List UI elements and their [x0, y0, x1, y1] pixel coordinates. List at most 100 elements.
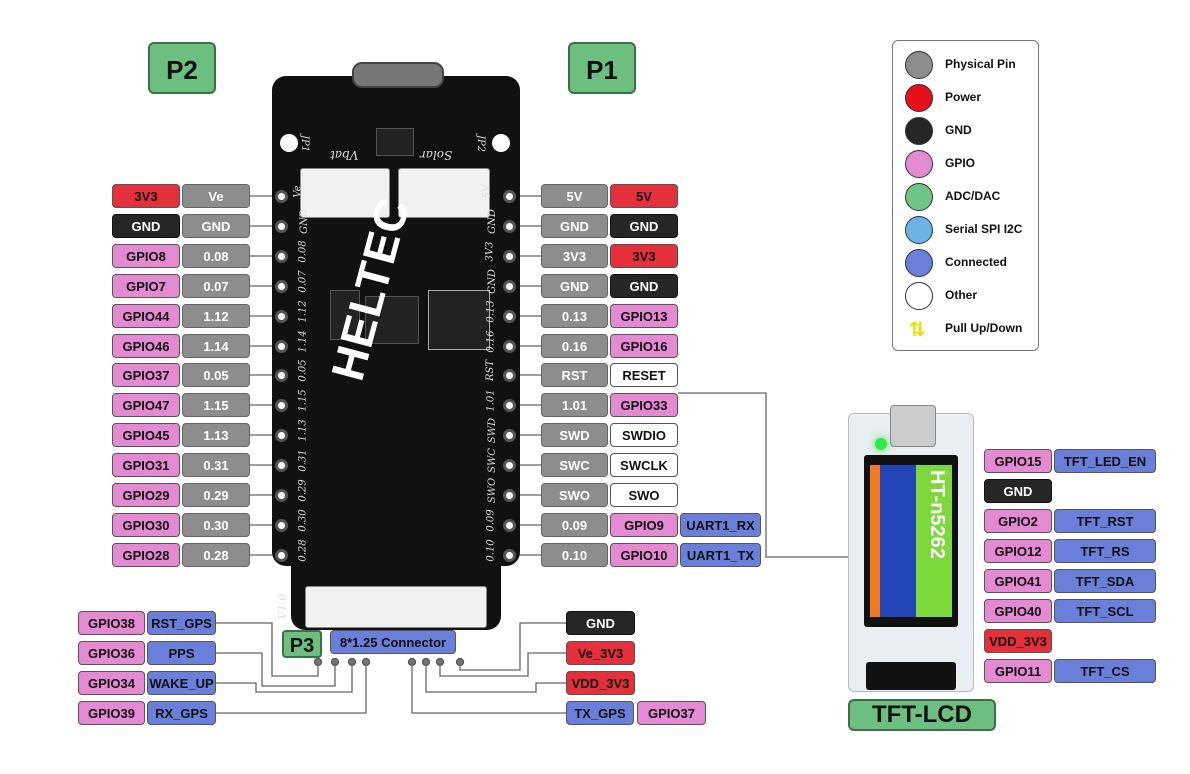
pin-hole-left — [275, 310, 288, 323]
left-pin-physical: 1.13 — [182, 423, 250, 447]
pin-hole-right — [503, 310, 516, 323]
p3-left-gpio: GPIO39 — [78, 701, 145, 725]
right-pin-physical: 0.10 — [541, 543, 608, 567]
right-pin-func: 3V3 — [610, 244, 678, 268]
right-pin-physical: 5V — [541, 184, 608, 208]
pin-hole-left — [275, 190, 288, 203]
right-pin-physical: SWD — [541, 423, 608, 447]
silk-left-pin: 1.15 — [297, 389, 309, 412]
left-pin-func: GPIO8 — [112, 244, 180, 268]
p3-left-signal: PPS — [147, 641, 216, 665]
right-pin-physical: 0.16 — [541, 334, 608, 358]
pin-hole-right — [503, 220, 516, 233]
header-p1: P1 — [568, 42, 636, 94]
right-pin-physical: SWC — [541, 453, 608, 477]
legend-label: ADC/DAC — [945, 189, 1001, 203]
silk-left-pin: 0.08 — [297, 240, 309, 263]
right-pin-func: RESET — [610, 363, 678, 387]
silk-right-pin: 3V3 — [484, 241, 496, 262]
silk-left-pin: 0.30 — [297, 509, 309, 532]
legend-label: GPIO — [945, 156, 976, 170]
tft-pin-signal: TFT_RS — [1054, 539, 1156, 563]
header-p2: P2 — [148, 42, 216, 94]
legend-label: Other — [945, 288, 978, 302]
legend-row: Connected — [905, 249, 1035, 277]
silk-left-pin: 0.31 — [297, 449, 309, 472]
pin-hole-left — [275, 459, 288, 472]
right-pin-uart: UART1_RX — [680, 513, 761, 537]
left-pin-func: GPIO31 — [112, 453, 180, 477]
up-down-arrows-icon: ⇅ — [909, 319, 926, 341]
pin-hole-left — [275, 220, 288, 233]
right-pin-func: SWCLK — [610, 453, 678, 477]
silk-right-pin: GND — [486, 209, 498, 234]
silk-right-pin: 0.13 — [485, 300, 497, 323]
left-pin-func: GPIO47 — [112, 393, 180, 417]
pin-hole-right — [503, 190, 516, 203]
legend-label: Physical Pin — [945, 57, 1016, 71]
pin-hole-right — [503, 280, 516, 293]
silk-right-pin: RST — [485, 359, 497, 382]
tft-pin-signal: TFT_RST — [1054, 509, 1156, 533]
tft-pin-gpio: GPIO15 — [984, 449, 1052, 473]
header-tft-lcd: TFT-LCD — [848, 699, 996, 731]
usb-c-port — [352, 62, 444, 88]
legend-label: Power — [945, 90, 982, 104]
pin-hole-left — [275, 489, 288, 502]
legend-swatch-icon — [905, 216, 933, 244]
left-pin-physical: 0.05 — [182, 363, 250, 387]
tft-pin-gpio: GPIO40 — [984, 599, 1052, 623]
tft-pin-signal: TFT_LED_EN — [1054, 449, 1156, 473]
chip-main — [365, 296, 419, 344]
right-pin-physical: 0.09 — [541, 513, 608, 537]
left-pin-physical: 0.28 — [182, 543, 250, 567]
pin-hole-left — [275, 369, 288, 382]
p3-left-gpio: GPIO38 — [78, 611, 145, 635]
tft-screen-strip-blue — [880, 465, 916, 617]
chip-regulator — [330, 290, 360, 340]
right-pin-physical: SWO — [541, 483, 608, 507]
pin-hole-right — [503, 340, 516, 353]
p3-connector-housing — [305, 586, 487, 628]
p3-left-signal: WAKE_UP — [147, 671, 216, 695]
left-pin-physical: 1.12 — [182, 304, 250, 328]
p3-connector-label: 8*1.25 Connector — [330, 630, 456, 654]
right-pin-func: 5V — [610, 184, 678, 208]
left-pin-physical: 0.30 — [182, 513, 250, 537]
tft-usb-port — [890, 405, 936, 447]
tft-pin-gpio: GPIO2 — [984, 509, 1052, 533]
pin-hole-right — [503, 549, 516, 562]
left-pin-func: GPIO30 — [112, 513, 180, 537]
pin-hole-left — [275, 250, 288, 263]
right-pin-physical: GND — [541, 214, 608, 238]
pin-hole-right — [503, 369, 516, 382]
legend-swatch-icon — [905, 84, 933, 112]
tft-pin-gpio: GPIO12 — [984, 539, 1052, 563]
p3-left-gpio: GPIO36 — [78, 641, 145, 665]
pin-hole-right — [503, 489, 516, 502]
legend-swatch-icon — [905, 183, 933, 211]
chip-inductor — [428, 290, 490, 350]
legend-row: ⇅Pull Up/Down — [905, 315, 1035, 343]
legend-row: Other — [905, 282, 1035, 310]
tft-pin-signal: TFT_SDA — [1054, 569, 1156, 593]
pin-hole-left — [275, 399, 288, 412]
left-pin-func: GPIO29 — [112, 483, 180, 507]
silk-right-pin: 5V — [481, 184, 493, 199]
silk-jp1: JP1 — [299, 134, 311, 153]
silk-version: V1.0 — [276, 593, 290, 620]
right-pin-func: GPIO10 — [610, 543, 678, 567]
right-pin-func: GPIO9 — [610, 513, 678, 537]
left-pin-func: GPIO37 — [112, 363, 180, 387]
left-pin-physical: 1.15 — [182, 393, 250, 417]
tft-screen-strip-orange — [870, 465, 880, 617]
p3-tx-gps: TX_GPS — [566, 701, 634, 725]
p3-left-signal: RST_GPS — [147, 611, 216, 635]
tft-pin-gpio: VDD_3V3 — [984, 629, 1052, 653]
right-pin-physical: RST — [541, 363, 608, 387]
silk-left-pin: Ve — [292, 185, 304, 198]
pin-hole-left — [275, 429, 288, 442]
tft-pin-gpio: GPIO41 — [984, 569, 1052, 593]
silk-left-pin: 0.05 — [297, 359, 309, 382]
